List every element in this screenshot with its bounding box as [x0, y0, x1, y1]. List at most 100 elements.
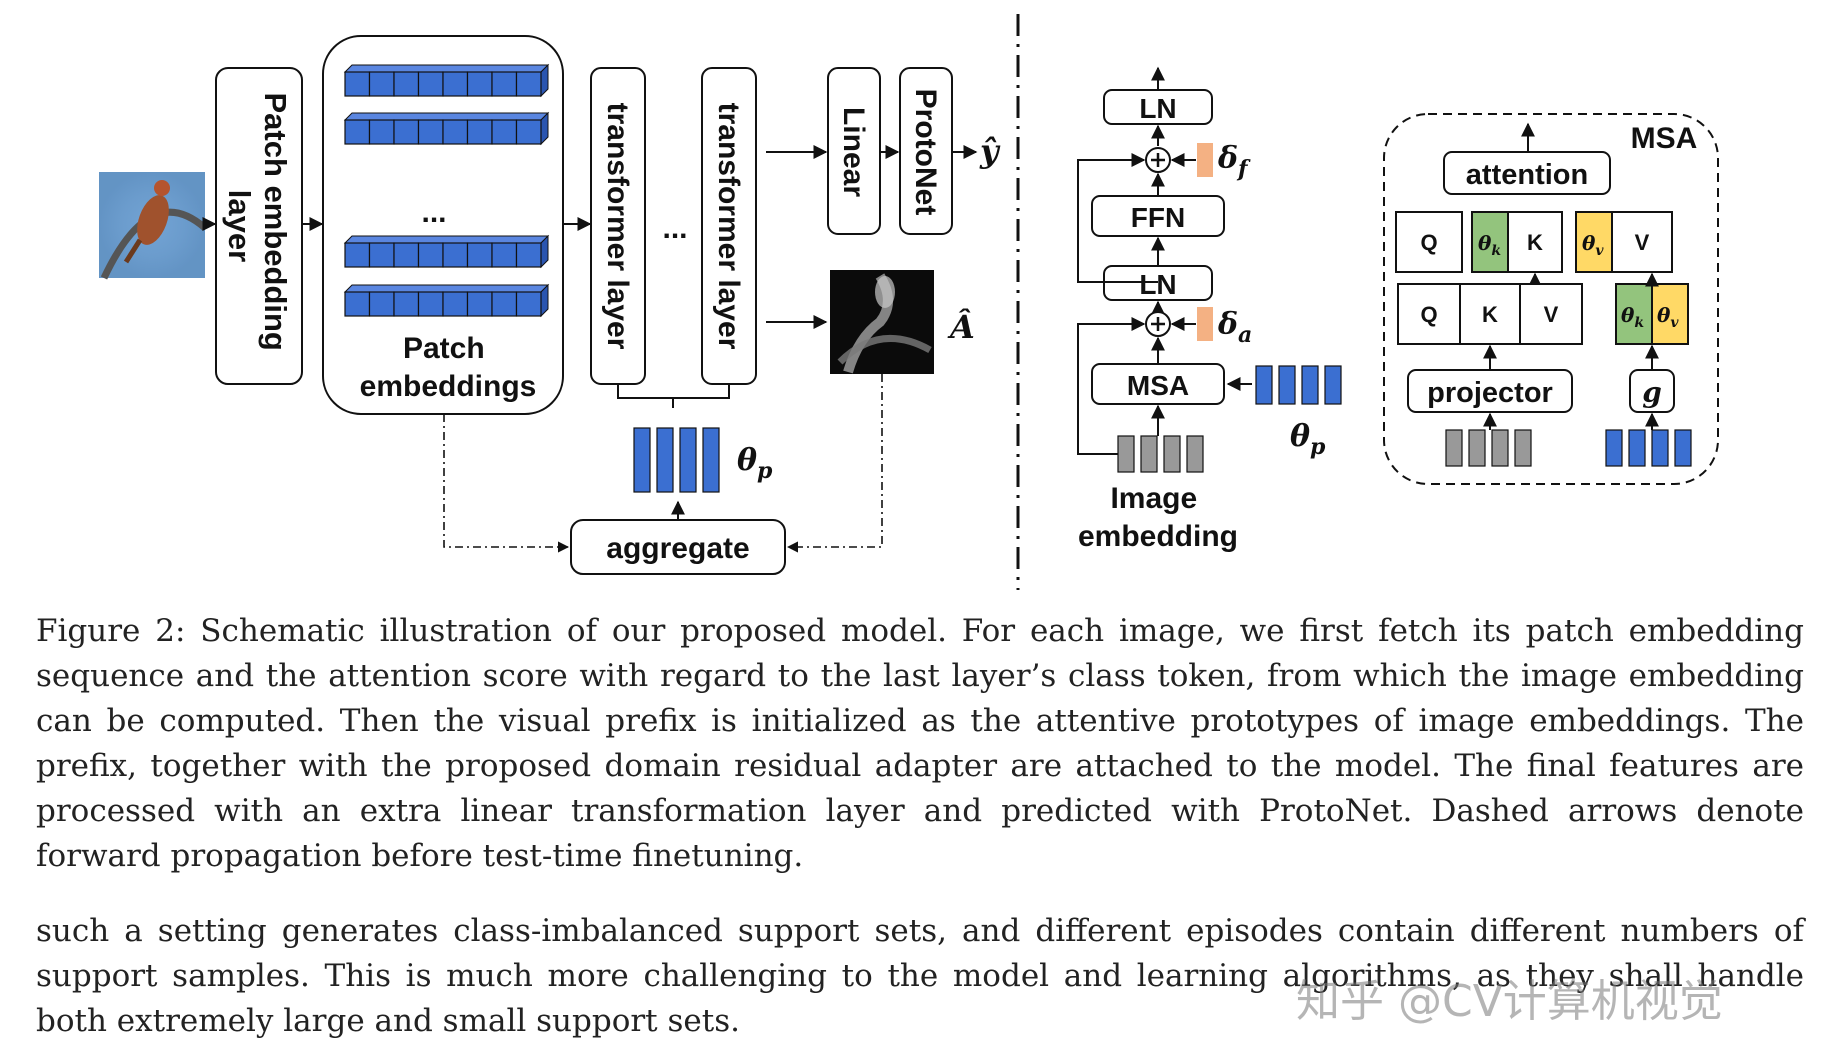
patch-token	[466, 291, 493, 317]
patch-token	[442, 242, 469, 268]
prefix-token	[1301, 365, 1319, 405]
image-embedding-blocks-msa	[1445, 429, 1532, 467]
transformer-layer-box-1: transformer layer	[590, 67, 646, 385]
v-box-bottom	[1519, 283, 1583, 345]
patch-embeddings-ellipsis: ...	[421, 196, 446, 229]
projector-label: projector	[1427, 377, 1553, 409]
patch-token	[344, 291, 371, 317]
watermark: 知乎 @CV计算机视觉	[1296, 976, 1723, 1027]
model-schematic-figure: Patch embedding layer ... Patch embeddin…	[99, 14, 1719, 590]
patch-token	[368, 119, 395, 145]
patch-token	[466, 71, 493, 97]
k-box-top	[1507, 211, 1563, 273]
k-box-bottom	[1459, 283, 1521, 345]
linear-label: Linear	[837, 107, 870, 197]
patch-token	[466, 242, 493, 268]
image-token	[1117, 435, 1135, 473]
patch-token	[344, 71, 371, 97]
theta-v-block	[1651, 283, 1689, 345]
theta-k-block	[1615, 283, 1653, 345]
prefix-token	[1674, 429, 1692, 467]
patch-token	[417, 242, 444, 268]
patch-token	[344, 119, 371, 145]
msa-box	[1091, 363, 1225, 405]
image-embedding-label: Image embedding	[1078, 482, 1238, 553]
transformer-layer-box-2: transformer layer	[701, 67, 757, 385]
ln-box-top	[1103, 89, 1213, 125]
image-token	[1514, 429, 1532, 467]
msa-detail-panel: MSA attention Q θk K θv V Q K V θk θv pr…	[1383, 113, 1719, 485]
patch-token	[417, 291, 444, 317]
aggregate-box: aggregate	[570, 519, 786, 575]
msa-detail-title: MSA	[1631, 122, 1698, 155]
patch-token	[515, 71, 542, 97]
attention-box	[1443, 151, 1611, 195]
patch-token	[368, 71, 395, 97]
linear-box: Linear	[827, 67, 881, 235]
v-label-bottom: V	[1544, 302, 1559, 327]
image-token	[1445, 429, 1463, 467]
protonet-label: ProtoNet	[909, 89, 942, 216]
theta-k-concat-top	[1471, 211, 1509, 273]
aggregate-label: aggregate	[606, 532, 749, 565]
patch-token	[393, 71, 420, 97]
patch-token	[491, 291, 518, 317]
patch-token	[491, 242, 518, 268]
patch-row-top	[343, 64, 550, 73]
theta-p-label-adapter: θp	[1290, 419, 1326, 460]
k-label-top: K	[1527, 230, 1543, 255]
q-box-top	[1395, 211, 1463, 273]
input-bird-image	[99, 172, 208, 280]
ln-label-top: LN	[1139, 93, 1176, 124]
attention-label: attention	[1466, 159, 1588, 191]
patch-token	[344, 242, 371, 268]
patch-row-top	[343, 112, 550, 121]
transformer-ellipsis: ...	[662, 212, 687, 245]
g-function-box	[1629, 369, 1675, 413]
protonet-box: ProtoNet	[899, 67, 953, 235]
q-label-top: Q	[1420, 230, 1437, 255]
dashed-arrow-attention-to-aggregate	[786, 374, 883, 553]
patch-token	[417, 71, 444, 97]
delta-a-label: δa	[1217, 307, 1252, 348]
dashed-arrow-embeddings-to-aggregate	[443, 414, 570, 553]
q-label-bottom: Q	[1420, 302, 1437, 327]
patch-embeddings-label: Patch embeddings	[360, 332, 537, 403]
patch-row-top	[343, 284, 550, 293]
transformer-layer-label-1: transformer layer	[601, 103, 634, 350]
prefix-token	[1628, 429, 1646, 467]
v-label-top: V	[1635, 230, 1650, 255]
patch-token	[368, 291, 395, 317]
patch-token	[515, 242, 542, 268]
prefix-token	[1605, 429, 1623, 467]
delta-f-block	[1197, 143, 1213, 177]
projector-box	[1407, 369, 1573, 413]
patch-token	[515, 119, 542, 145]
prefix-token	[1324, 365, 1342, 405]
patch-token	[393, 242, 420, 268]
prefix-token	[656, 427, 674, 493]
adapter-block: LN δf FFN LN δa MSA θp Image	[1077, 66, 1342, 553]
patch-token	[491, 119, 518, 145]
ffn-label: FFN	[1131, 202, 1185, 233]
transformer-brace	[617, 384, 730, 408]
theta-p-label: θp	[737, 443, 773, 484]
patch-row-top	[343, 235, 550, 244]
image-token	[1163, 435, 1181, 473]
msa-label: MSA	[1127, 370, 1189, 401]
prefix-token	[1278, 365, 1296, 405]
skip-connection-ffn	[1077, 153, 1158, 283]
q-box-bottom	[1397, 283, 1461, 345]
patch-embedding-layer-label: Patch embedding layer	[222, 93, 293, 360]
image-token	[1186, 435, 1204, 473]
prefix-token	[679, 427, 697, 493]
patch-embedding-rows	[343, 63, 550, 318]
delta-f-label: δf	[1217, 141, 1251, 182]
image-token	[1491, 429, 1509, 467]
patch-token	[417, 119, 444, 145]
prefix-theta-p-blocks-msa	[1605, 429, 1692, 467]
patch-token	[466, 119, 493, 145]
patch-token	[393, 291, 420, 317]
figure-caption: Figure 2: Schematic illustration of our …	[36, 613, 1804, 874]
prefix-theta-p-blocks-adapter	[1255, 365, 1342, 405]
